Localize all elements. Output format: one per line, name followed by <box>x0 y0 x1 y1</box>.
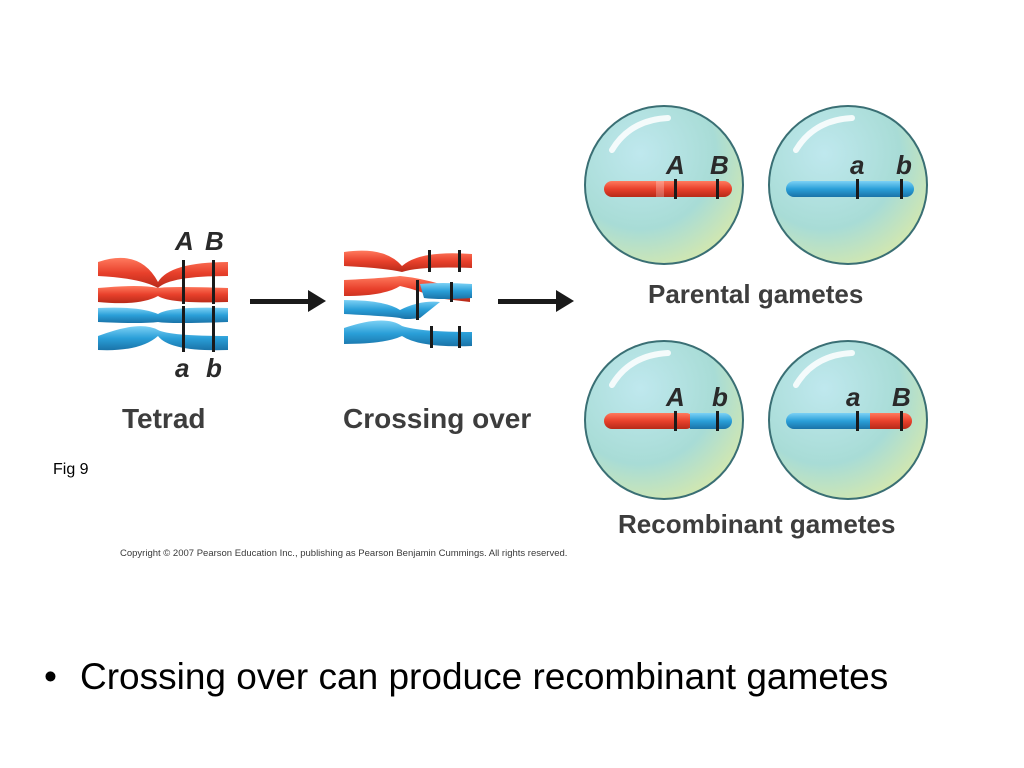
recombinant-gamete-1: A b <box>584 340 744 500</box>
band <box>900 179 903 199</box>
tetrad: A B a b Tetrad <box>98 226 228 434</box>
gene-label-A: A <box>665 382 685 412</box>
gene-label-A: A <box>174 226 194 256</box>
tetrad-blue-chromatid-lower <box>98 326 228 351</box>
parental-gametes-label: Parental gametes <box>648 279 863 309</box>
band <box>212 260 215 304</box>
gene-label-B: B <box>710 150 729 180</box>
recombinant-gamete-2: a B <box>768 340 928 500</box>
band <box>458 326 461 348</box>
band <box>182 260 185 304</box>
gene-label-a: a <box>846 382 860 412</box>
gene-label-b: b <box>206 353 222 383</box>
bullet-point: • Crossing over can produce recombinant g… <box>44 656 888 698</box>
band <box>674 179 677 199</box>
band <box>674 411 677 431</box>
figure-number: Fig 9 <box>53 461 89 478</box>
band <box>182 306 185 352</box>
crossing-blue-chromatid <box>420 283 472 299</box>
recombinant-gametes-label: Recombinant gametes <box>618 509 895 539</box>
parental-gamete-1: A B <box>584 105 744 265</box>
copyright-notice: Copyright © 2007 Pearson Education Inc.,… <box>120 548 567 559</box>
gene-label-a: a <box>175 353 189 383</box>
band <box>428 250 431 272</box>
arrow-right-icon <box>498 290 574 312</box>
tetrad-label: Tetrad <box>122 403 206 434</box>
tetrad-red-chromatid-upper <box>98 257 228 288</box>
tetrad-blue-chromatid-upper <box>98 307 228 323</box>
crossing-over-label: Crossing over <box>343 403 531 434</box>
band <box>716 179 719 199</box>
band <box>900 411 903 431</box>
bullet-marker: • <box>44 656 57 697</box>
crossing-over: Crossing over <box>343 250 531 434</box>
band <box>450 282 453 302</box>
arrow-right-icon <box>250 290 326 312</box>
bullet-text: Crossing over can produce recombinant ga… <box>80 656 889 697</box>
crossing-blue-chromatid-3 <box>344 320 472 347</box>
gene-label-B: B <box>205 226 224 256</box>
gene-label-b: b <box>896 150 912 180</box>
band <box>856 411 859 431</box>
crossing-blue-chromatid-2 <box>344 300 440 319</box>
band <box>212 306 215 352</box>
gene-label-b: b <box>712 382 728 412</box>
band <box>856 179 859 199</box>
tetrad-red-chromatid-lower <box>98 286 228 304</box>
gene-label-A: A <box>665 150 685 180</box>
gene-label-a: a <box>850 150 864 180</box>
band <box>458 250 461 272</box>
parental-gamete-2: a b <box>768 105 928 265</box>
gene-label-B: B <box>892 382 911 412</box>
band <box>430 326 433 348</box>
band <box>416 280 419 320</box>
band <box>716 411 719 431</box>
crossing-red-chromatid <box>344 250 472 272</box>
